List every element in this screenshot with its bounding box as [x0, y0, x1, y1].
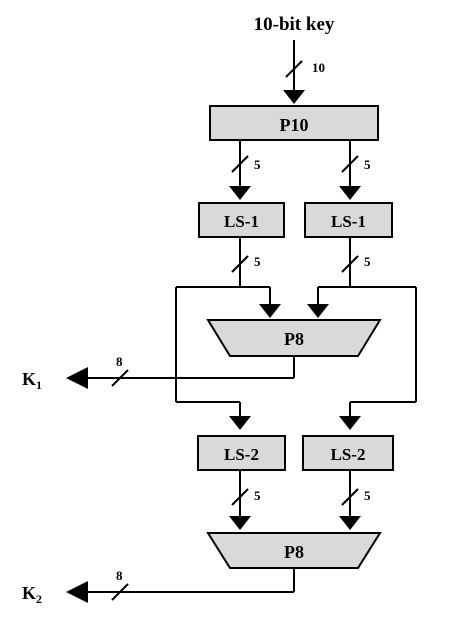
k2-arrowhead — [66, 581, 88, 603]
ls2-left-label: LS-2 — [224, 445, 259, 464]
ls2-left-arrowhead — [229, 416, 251, 430]
ls2-right-out-width: 5 — [364, 488, 371, 503]
p10-box — [209, 105, 379, 141]
p8-bottom-box — [206, 532, 382, 569]
ls2-left-out-width: 5 — [254, 488, 261, 503]
ls1-right-out-tick — [341, 255, 359, 273]
p8-bottom-left-arrowhead — [229, 516, 251, 530]
ls2-right-label: LS-2 — [331, 445, 366, 464]
ls1-left-out-tick — [231, 255, 249, 273]
ls1-left-out-width: 5 — [254, 254, 261, 269]
ls1-right-tick — [341, 155, 359, 173]
p8-top-label: P8 — [284, 329, 304, 349]
k1-arrowhead — [66, 367, 88, 389]
p8-bottom-label: P8 — [284, 542, 304, 562]
k2-width-tick — [111, 583, 129, 601]
ls1-left-box — [198, 202, 285, 238]
p8-top-left-arrowhead — [259, 304, 281, 318]
k1-width-label: 8 — [116, 354, 123, 369]
input-arrowhead — [283, 90, 305, 104]
title-10bit-key: 10-bit key — [254, 14, 335, 35]
p8-bottom-right-arrowhead — [339, 516, 361, 530]
k1-label: K1 — [22, 369, 42, 392]
ls1-right-width: 5 — [364, 157, 371, 172]
k2-label: K2 — [22, 583, 42, 606]
p8-top-box — [206, 319, 382, 357]
ls1-left-label: LS-1 — [224, 212, 259, 231]
p10-label: P10 — [280, 115, 309, 135]
input-width-label: 10 — [312, 60, 325, 75]
ls1-left-tick — [231, 155, 249, 173]
ls1-right-box — [304, 202, 393, 238]
input-width-tick — [285, 60, 303, 78]
ls1-right-arrowhead — [339, 186, 361, 200]
ls1-left-width: 5 — [254, 157, 261, 172]
ls1-right-out-width: 5 — [364, 254, 371, 269]
ls2-left-out-tick — [231, 488, 249, 506]
k2-width-label: 8 — [116, 568, 123, 583]
p8-top-right-arrowhead — [307, 304, 329, 318]
ls1-right-label: LS-1 — [331, 212, 366, 231]
ls2-right-arrowhead — [339, 416, 361, 430]
ls2-left-box — [197, 435, 286, 471]
ls2-right-box — [302, 435, 394, 471]
ls2-right-out-tick — [341, 488, 359, 506]
ls1-left-arrowhead — [229, 186, 251, 200]
k1-width-tick — [111, 369, 129, 387]
